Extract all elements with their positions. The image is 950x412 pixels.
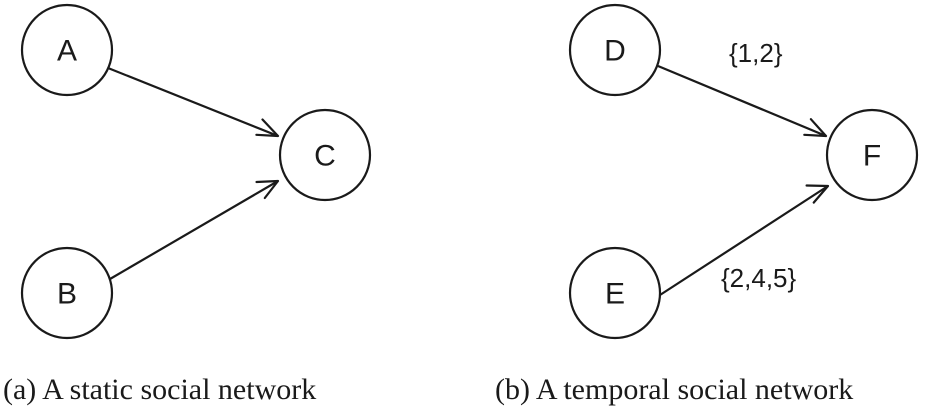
edge-d-to-f: {1,2} xyxy=(657,38,828,138)
node-a-circle xyxy=(20,3,114,97)
edge-a-to-c xyxy=(107,66,280,138)
node-d-circle xyxy=(568,3,662,97)
edge-a-to-c-arrowhead xyxy=(255,118,280,138)
node-c-label: C xyxy=(314,140,336,173)
panel-a-caption: (a) A static social network xyxy=(3,373,316,406)
node-a: A xyxy=(20,3,114,97)
node-d-label: D xyxy=(604,35,626,68)
node-a-label: A xyxy=(57,35,77,68)
node-f-label: F xyxy=(863,140,881,173)
edge-b-to-c-arrowhead xyxy=(255,179,280,200)
node-e: E xyxy=(568,246,662,340)
edge-d-to-f-label: {1,2} xyxy=(729,38,783,68)
node-e-circle xyxy=(568,246,662,340)
node-f: F xyxy=(825,108,919,202)
edge-d-to-f-arrowhead xyxy=(803,118,828,138)
edge-b-to-c xyxy=(109,179,280,280)
panel-b-caption: (b) A temporal social network xyxy=(495,373,853,406)
node-b-circle xyxy=(20,246,114,340)
panel-a-static-network: A B C (a) A static social network xyxy=(3,3,372,406)
edge-a-to-c-line xyxy=(107,66,279,138)
node-b: B xyxy=(20,246,114,340)
node-b-label: B xyxy=(57,278,77,311)
edge-e-to-f-line xyxy=(659,185,829,296)
edge-b-to-c-line xyxy=(109,180,279,280)
edge-e-to-f-arrowhead xyxy=(805,184,830,204)
edge-d-to-f-line xyxy=(657,64,827,138)
node-f-circle xyxy=(825,108,919,202)
node-e-label: E xyxy=(605,278,625,311)
node-c: C xyxy=(278,108,372,202)
panel-b-temporal-network: {1,2} {2,4,5} D E F (b) A temporal socia… xyxy=(495,3,919,406)
node-d: D xyxy=(568,3,662,97)
edge-e-to-f: {2,4,5} xyxy=(659,184,830,296)
edge-e-to-f-label: {2,4,5} xyxy=(721,263,797,293)
node-c-circle xyxy=(278,108,372,202)
